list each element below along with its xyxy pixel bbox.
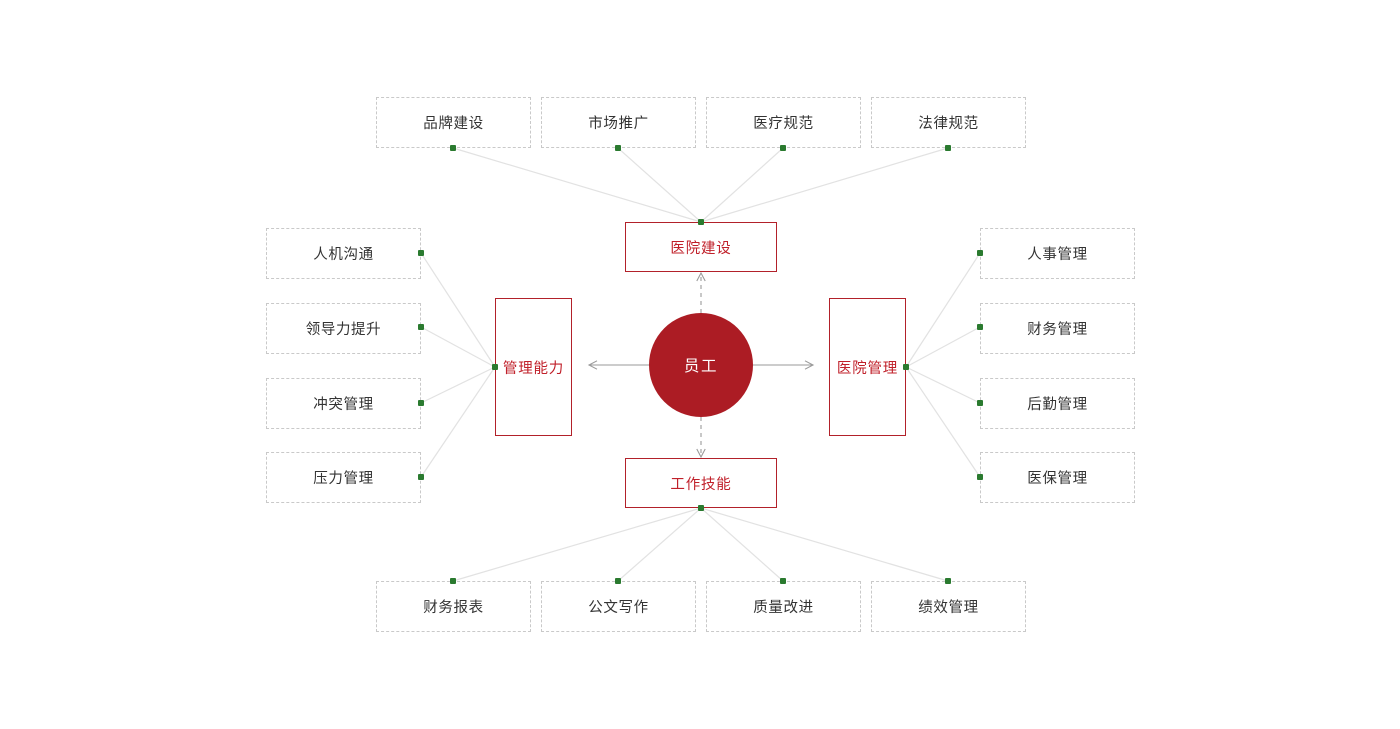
leaf-node[interactable]: 法律规范 xyxy=(871,97,1026,148)
connector-dot xyxy=(977,250,983,256)
branch-node-top[interactable]: 医院建设 xyxy=(625,222,777,272)
connector-dot xyxy=(977,400,983,406)
branch-anchor-dot xyxy=(903,364,909,370)
connector-dot xyxy=(418,400,424,406)
connector-line xyxy=(700,147,784,223)
branch-anchor-dot xyxy=(492,364,498,370)
connector-dot xyxy=(945,145,951,151)
hub-arrow-left xyxy=(587,360,649,370)
connector-dot xyxy=(450,578,456,584)
connector-dot xyxy=(615,578,621,584)
connector-line xyxy=(905,252,981,368)
leaf-node[interactable]: 绩效管理 xyxy=(871,581,1026,632)
connector-line xyxy=(700,147,949,223)
connector-line xyxy=(617,147,702,223)
connector-dot xyxy=(615,145,621,151)
leaf-node[interactable]: 公文写作 xyxy=(541,581,696,632)
leaf-node[interactable]: 领导力提升 xyxy=(266,303,421,354)
connector-line xyxy=(905,366,981,478)
branch-anchor-dot xyxy=(698,219,704,225)
connector-dot xyxy=(450,145,456,151)
leaf-node[interactable]: 医疗规范 xyxy=(706,97,861,148)
hub-arrow-top xyxy=(696,271,706,313)
leaf-node[interactable]: 财务报表 xyxy=(376,581,531,632)
connector-line xyxy=(420,326,496,368)
connector-dot xyxy=(780,145,786,151)
connector-dot xyxy=(945,578,951,584)
connector-dot xyxy=(418,474,424,480)
branch-node-right[interactable]: 医院管理 xyxy=(829,298,906,436)
branch-node-bottom[interactable]: 工作技能 xyxy=(625,458,777,508)
leaf-node[interactable]: 人事管理 xyxy=(980,228,1135,279)
hub-node[interactable]: 员工 xyxy=(649,313,753,417)
leaf-node[interactable]: 市场推广 xyxy=(541,97,696,148)
connector-line xyxy=(905,366,981,404)
leaf-node[interactable]: 后勤管理 xyxy=(980,378,1135,429)
connector-dot xyxy=(977,474,983,480)
connector-dot xyxy=(780,578,786,584)
leaf-node[interactable]: 人机沟通 xyxy=(266,228,421,279)
hub-arrow-bottom xyxy=(696,417,706,459)
connector-line xyxy=(420,366,496,404)
connector-line xyxy=(420,252,496,368)
connector-line xyxy=(617,507,702,582)
connector-dot xyxy=(418,250,424,256)
leaf-node[interactable]: 压力管理 xyxy=(266,452,421,503)
connector-dot xyxy=(418,324,424,330)
hub-arrow-right xyxy=(753,360,815,370)
connector-dot xyxy=(977,324,983,330)
leaf-node[interactable]: 质量改进 xyxy=(706,581,861,632)
connector-line xyxy=(700,507,949,582)
leaf-node[interactable]: 财务管理 xyxy=(980,303,1135,354)
leaf-node[interactable]: 冲突管理 xyxy=(266,378,421,429)
connector-line xyxy=(452,507,702,582)
leaf-node[interactable]: 医保管理 xyxy=(980,452,1135,503)
branch-node-left[interactable]: 管理能力 xyxy=(495,298,572,436)
branch-anchor-dot xyxy=(698,505,704,511)
leaf-node[interactable]: 品牌建设 xyxy=(376,97,531,148)
connector-line xyxy=(452,147,702,223)
connector-line xyxy=(420,366,496,478)
connector-line xyxy=(905,326,981,368)
connector-line xyxy=(700,507,784,582)
